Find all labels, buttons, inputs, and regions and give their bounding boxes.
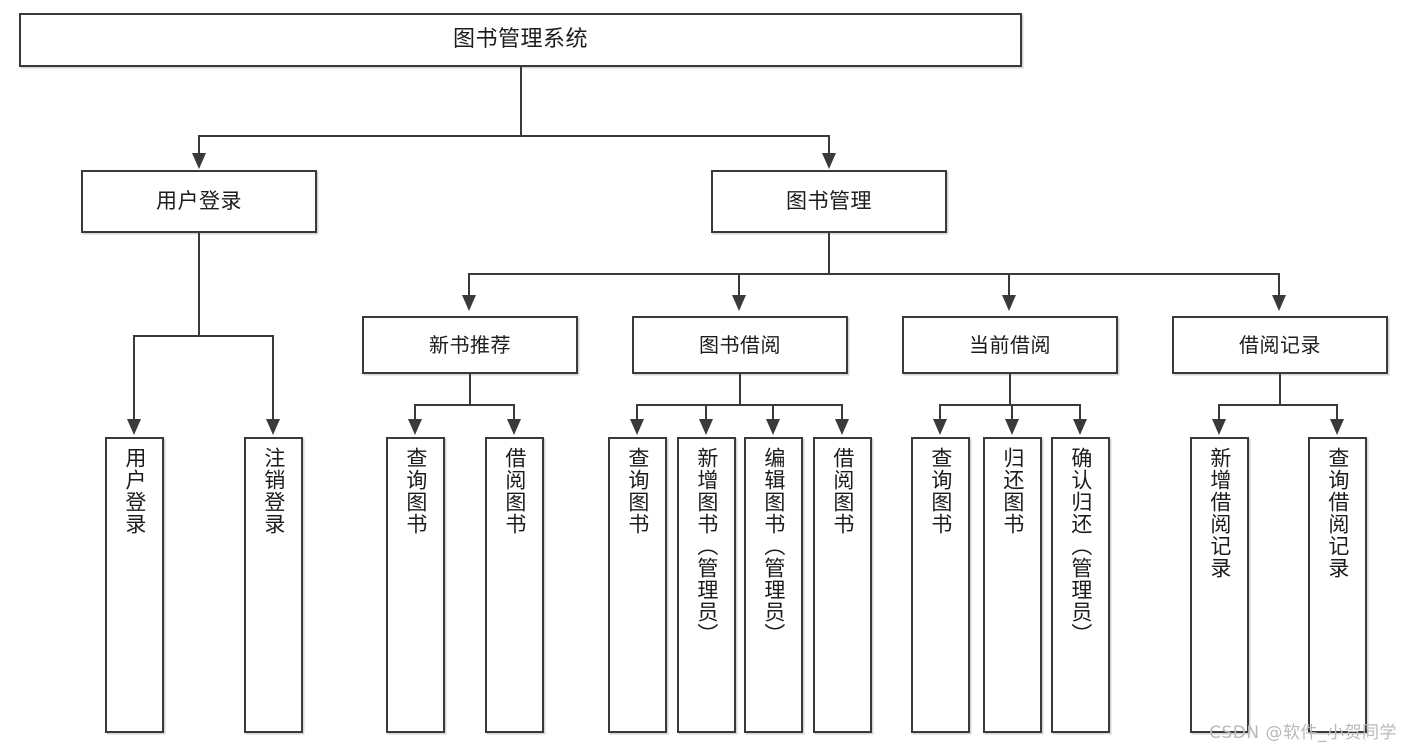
node-label: 查询图书	[928, 447, 953, 535]
connector-book-borrow-bus	[636, 404, 842, 406]
arrow-leaf-edit-book	[766, 419, 780, 435]
arrow-to-borrow-record	[1272, 295, 1286, 311]
arrow-leaf-borrow-book-2	[835, 419, 849, 435]
connector-to-new-book-rec	[468, 273, 470, 297]
node-label: 查询图书	[625, 447, 650, 535]
connector-book-manage-stem	[828, 233, 830, 275]
node-label: 图书借阅	[699, 332, 781, 357]
connector-bb-drop-3	[772, 404, 774, 421]
connector-br-drop-2	[1336, 404, 1338, 421]
node-leaf-return-book[interactable]: 归还图书	[983, 437, 1042, 733]
arrow-leaf-query-book-1	[408, 419, 422, 435]
node-label: 归还图书	[1000, 447, 1025, 535]
connector-user-login-drop-2	[272, 335, 274, 421]
node-leaf-query-book-2[interactable]: 查询图书	[608, 437, 667, 733]
connector-to-book-borrow	[738, 273, 740, 297]
arrow-leaf-add-book	[699, 419, 713, 435]
arrow-leaf-logout	[266, 419, 280, 435]
node-label: 新书推荐	[429, 332, 511, 357]
connector-new-book-rec-bus	[414, 404, 515, 406]
arrow-to-new-book-rec	[462, 295, 476, 311]
node-book-borrow[interactable]: 图书借阅	[632, 316, 848, 374]
node-label: 用户登录	[122, 447, 147, 535]
arrow-leaf-return-book	[1005, 419, 1019, 435]
node-book-manage[interactable]: 图书管理	[711, 170, 947, 233]
connector-to-current-borrow	[1008, 273, 1010, 297]
node-label: 查询借阅记录	[1325, 447, 1350, 579]
connector-user-login-bus	[133, 335, 273, 337]
node-label: 编辑图书（管理员）	[761, 447, 786, 645]
connector-nbr-drop-1	[414, 404, 416, 421]
connector-nbr-drop-2	[513, 404, 515, 421]
node-leaf-user-login[interactable]: 用户登录	[105, 437, 164, 733]
watermark-text: CSDN @软件_小贺同学	[1209, 723, 1397, 743]
node-label: 图书管理系统	[452, 27, 588, 53]
connector-to-borrow-record	[1278, 273, 1280, 297]
node-leaf-borrow-book-1[interactable]: 借阅图书	[485, 437, 544, 733]
node-leaf-confirm-return[interactable]: 确认归还（管理员）	[1051, 437, 1110, 733]
arrow-leaf-add-record	[1212, 419, 1226, 435]
connector-cb-drop-3	[1079, 404, 1081, 421]
node-label: 确认归还（管理员）	[1068, 447, 1093, 645]
connector-to-book-manage	[828, 135, 830, 157]
node-label: 借阅图书	[502, 447, 527, 535]
connector-bb-drop-2	[705, 404, 707, 421]
connector-new-book-rec-stem	[469, 374, 471, 406]
arrow-to-book-borrow	[732, 295, 746, 311]
node-label: 新增图书（管理员）	[694, 447, 719, 645]
node-borrow-record[interactable]: 借阅记录	[1172, 316, 1388, 374]
node-label: 图书管理	[786, 189, 872, 214]
node-leaf-add-book[interactable]: 新增图书（管理员）	[677, 437, 736, 733]
node-leaf-add-record[interactable]: 新增借阅记录	[1190, 437, 1249, 733]
arrow-leaf-borrow-book-1	[507, 419, 521, 435]
node-label: 注销登录	[261, 447, 286, 535]
node-root-system[interactable]: 图书管理系统	[19, 13, 1022, 67]
connector-bb-drop-4	[841, 404, 843, 421]
node-current-borrow[interactable]: 当前借阅	[902, 316, 1118, 374]
node-label: 查询图书	[403, 447, 428, 535]
node-label: 当前借阅	[969, 332, 1051, 357]
arrow-leaf-user-login	[127, 419, 141, 435]
node-leaf-logout[interactable]: 注销登录	[244, 437, 303, 733]
connector-bb-drop-1	[636, 404, 638, 421]
arrow-to-user-login	[192, 153, 206, 169]
connector-book-borrow-stem	[739, 374, 741, 406]
arrow-leaf-confirm-return	[1073, 419, 1087, 435]
connector-current-borrow-stem	[1009, 374, 1011, 406]
connector-to-user-login	[198, 135, 200, 157]
node-user-login[interactable]: 用户登录	[81, 170, 317, 233]
arrow-leaf-query-book-3	[933, 419, 947, 435]
connector-user-login-drop-1	[133, 335, 135, 421]
connector-cb-drop-2	[1011, 404, 1013, 421]
node-label: 用户登录	[156, 189, 242, 214]
connector-user-login-stem	[198, 233, 200, 337]
connector-root-bus	[198, 135, 830, 137]
connector-root-stem	[520, 67, 522, 136]
arrow-leaf-query-book-2	[630, 419, 644, 435]
node-leaf-query-book-3[interactable]: 查询图书	[911, 437, 970, 733]
arrow-to-book-manage	[822, 153, 836, 169]
connector-borrow-record-stem	[1279, 374, 1281, 406]
connector-br-drop-1	[1218, 404, 1220, 421]
connector-borrow-record-bus	[1218, 404, 1338, 406]
node-new-book-rec[interactable]: 新书推荐	[362, 316, 578, 374]
arrow-to-current-borrow	[1002, 295, 1016, 311]
node-label: 借阅图书	[830, 447, 855, 535]
connector-current-borrow-bus	[939, 404, 1080, 406]
connector-cb-drop-1	[939, 404, 941, 421]
arrow-leaf-query-record	[1330, 419, 1344, 435]
node-leaf-borrow-book-2[interactable]: 借阅图书	[813, 437, 872, 733]
node-label: 新增借阅记录	[1207, 447, 1232, 579]
node-leaf-query-record[interactable]: 查询借阅记录	[1308, 437, 1367, 733]
node-label: 借阅记录	[1239, 332, 1321, 357]
connector-book-manage-bus	[468, 273, 1280, 275]
node-leaf-edit-book[interactable]: 编辑图书（管理员）	[744, 437, 803, 733]
node-leaf-query-book-1[interactable]: 查询图书	[386, 437, 445, 733]
